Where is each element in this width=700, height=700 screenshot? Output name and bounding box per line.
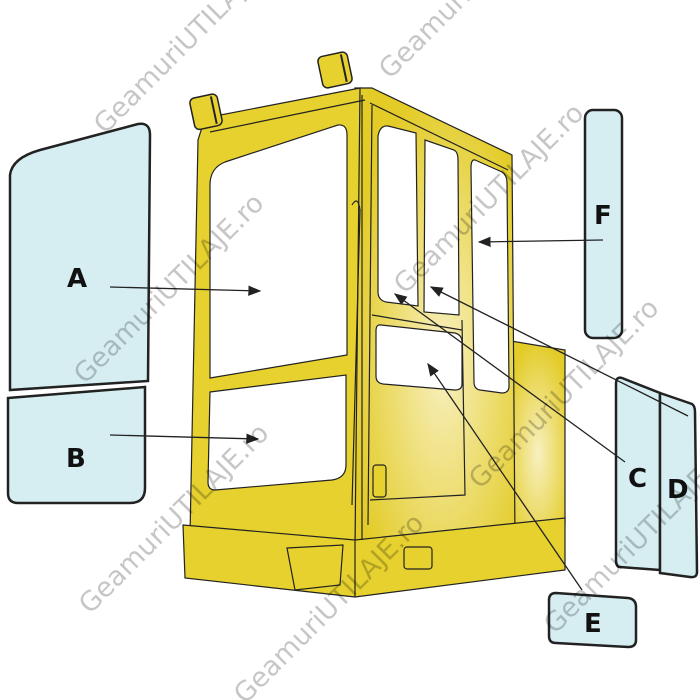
front-block <box>286 544 344 591</box>
glass-panel-b[interactable] <box>6 385 147 505</box>
window-a <box>209 124 348 379</box>
arrow-c <box>393 293 626 463</box>
arrow-b <box>109 433 260 444</box>
glass-panel-a[interactable] <box>8 122 152 392</box>
glass-panel-c[interactable] <box>614 376 662 572</box>
arrow-f <box>477 236 604 248</box>
label-d: D <box>667 475 689 505</box>
side-block <box>403 546 433 570</box>
cab-illustration <box>182 51 566 598</box>
arrow-d <box>429 286 689 417</box>
window-c2 <box>423 139 460 316</box>
lamp-right <box>317 51 353 89</box>
window-e <box>375 324 463 391</box>
window-f <box>470 159 510 394</box>
lamp-left <box>189 93 223 131</box>
arrow-e <box>427 362 583 591</box>
glass-panel-f[interactable] <box>583 108 624 340</box>
window-c1 <box>377 125 419 307</box>
glass-panel-d[interactable] <box>658 391 699 579</box>
door-handle <box>372 464 387 498</box>
arrow-a <box>109 285 262 296</box>
label-a: A <box>67 264 87 294</box>
glass-panel-e[interactable] <box>547 591 638 649</box>
label-b: B <box>66 444 86 474</box>
window-b <box>207 374 347 491</box>
label-f: F <box>594 201 612 231</box>
label-e: E <box>584 609 602 639</box>
watermark: GeamuriUTILAJE.ro <box>373 0 575 85</box>
label-c: C <box>628 464 647 494</box>
